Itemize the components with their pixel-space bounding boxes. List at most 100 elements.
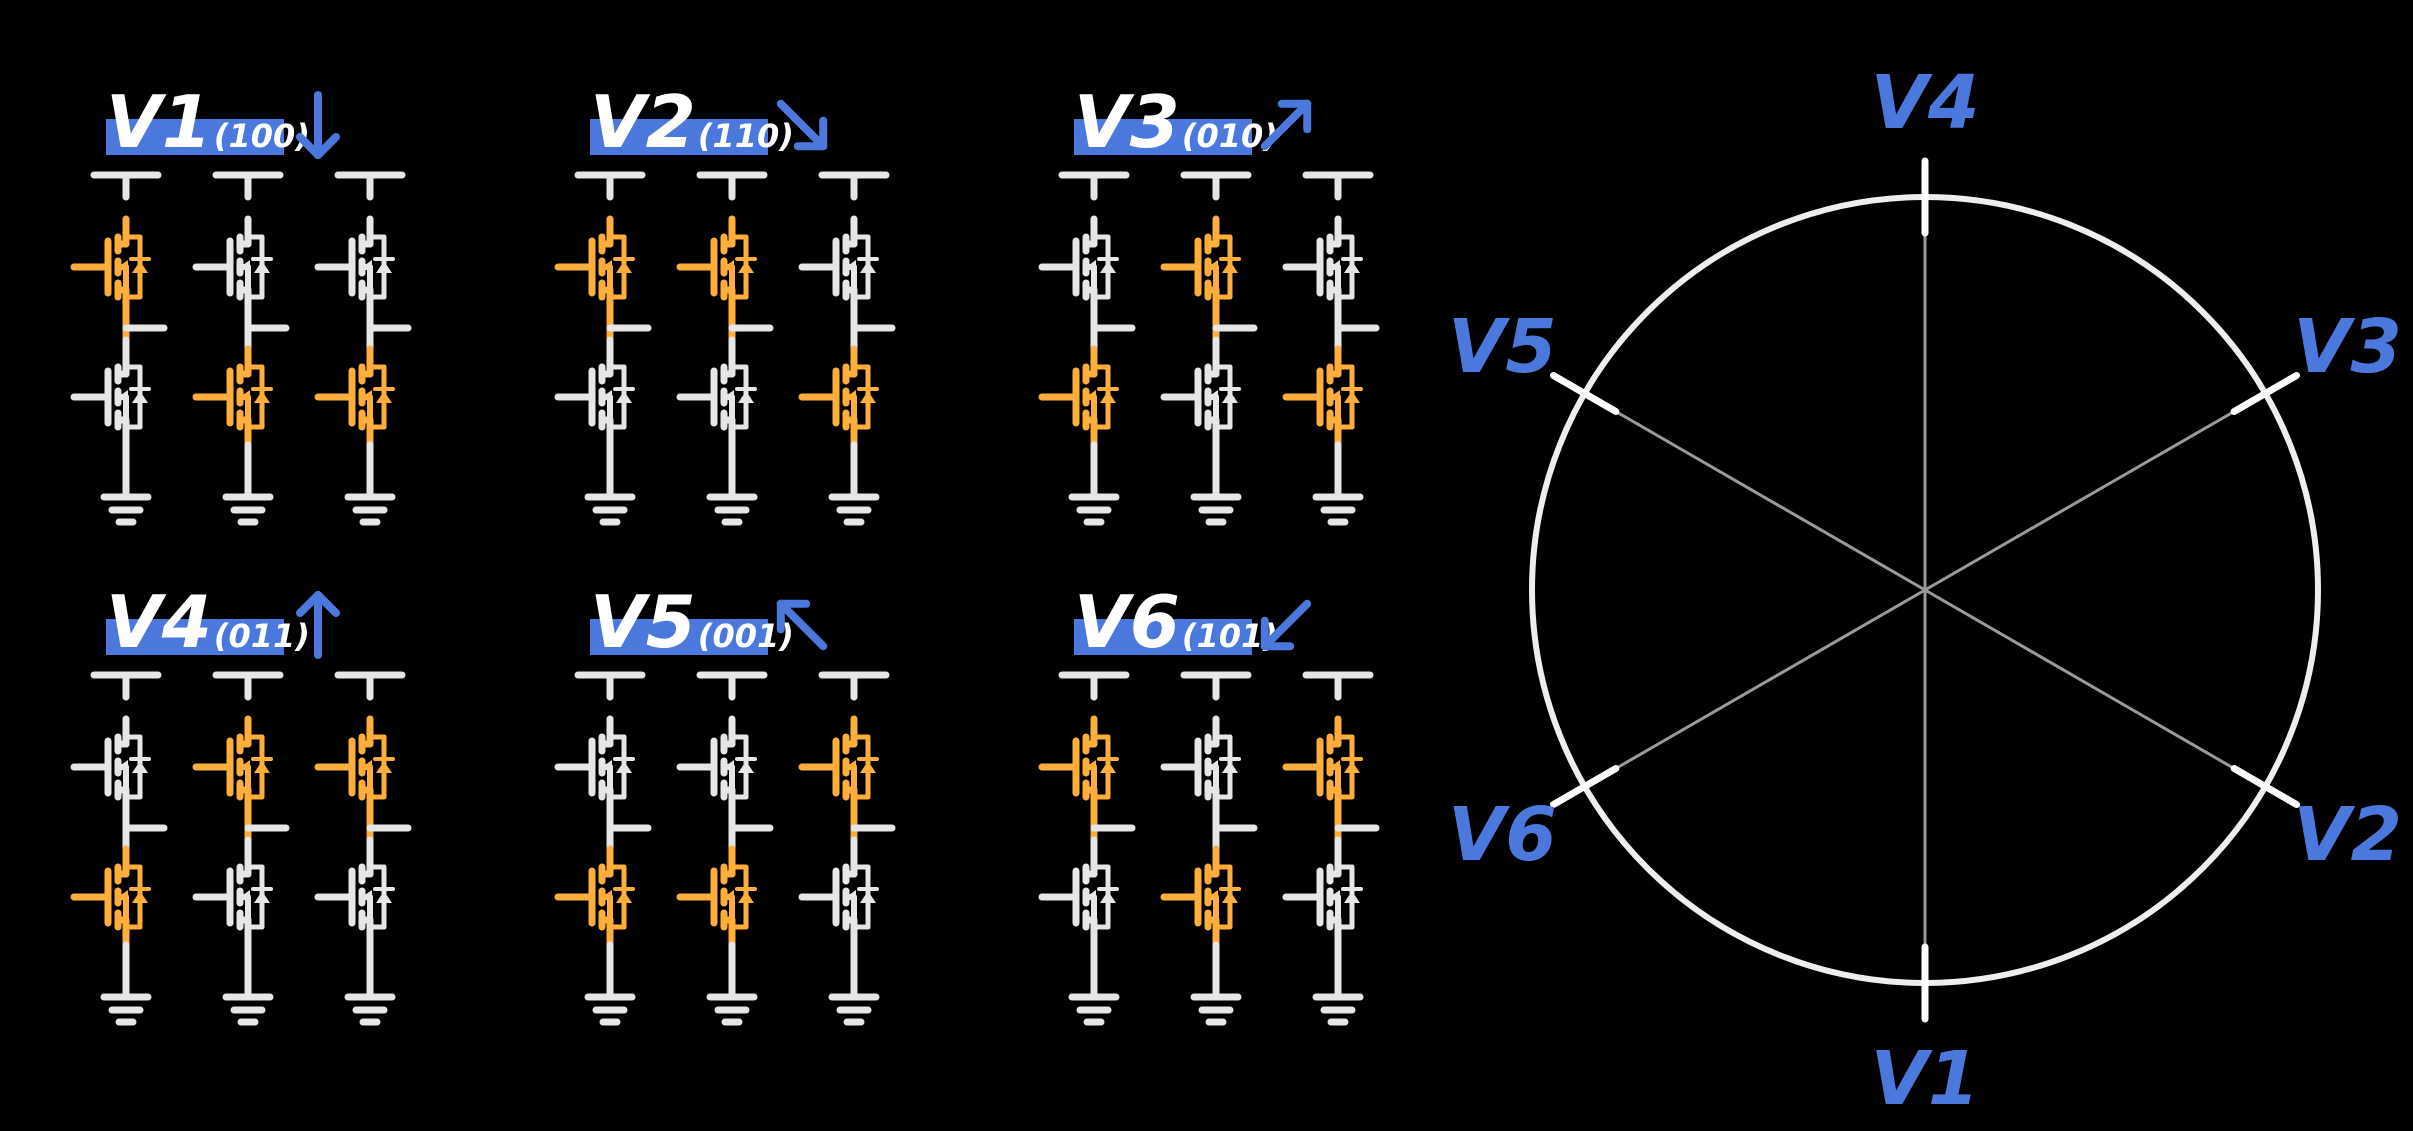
inverter-leg xyxy=(70,671,168,1026)
inverter-leg xyxy=(1038,171,1136,526)
inverter-leg xyxy=(676,171,774,526)
low-side-switch xyxy=(70,845,151,949)
tick-mark xyxy=(2230,372,2301,415)
diode-triangle xyxy=(1344,761,1360,773)
body-arrow xyxy=(1330,260,1340,274)
diode-triangle xyxy=(1222,261,1238,273)
vector-v6: V6 xyxy=(1448,588,1927,878)
body-arrow xyxy=(1208,260,1218,274)
diode-triangle xyxy=(132,761,148,773)
inverter-leg xyxy=(314,671,412,1026)
state-name: V5 xyxy=(590,580,696,664)
body-arrow xyxy=(362,390,372,404)
low-side-switch xyxy=(1038,345,1119,449)
high-side-switch xyxy=(70,715,151,819)
body-arrow xyxy=(1208,390,1218,404)
body-arrow xyxy=(1086,260,1096,274)
diode-triangle xyxy=(254,891,270,903)
diode-triangle xyxy=(376,891,392,903)
low-side-switch xyxy=(314,845,395,949)
high-side-switch xyxy=(1160,215,1241,319)
diode-triangle xyxy=(132,261,148,273)
spoke-line xyxy=(1583,392,1927,592)
vector-v2: V2 xyxy=(1923,588,2402,878)
arrow-down-right-icon xyxy=(776,99,828,151)
diode-triangle xyxy=(254,391,270,403)
inverter-leg xyxy=(676,671,774,1026)
arrow-down-left-icon xyxy=(1260,599,1312,651)
high-side-switch xyxy=(192,215,273,319)
body-arrow xyxy=(362,260,372,274)
diode-triangle xyxy=(254,761,270,773)
switching-state-v2: V2(110) xyxy=(554,80,896,526)
diode-triangle xyxy=(254,261,270,273)
diode-triangle xyxy=(376,391,392,403)
spoke-line xyxy=(1583,588,1927,788)
body-arrow xyxy=(118,890,128,904)
vector-v4: V4 xyxy=(1871,60,1979,592)
inverter-leg xyxy=(1160,171,1258,526)
high-side-switch xyxy=(676,715,757,819)
low-side-switch xyxy=(798,345,879,449)
label-highlight xyxy=(1074,119,1252,155)
diode-triangle xyxy=(132,891,148,903)
high-side-switch xyxy=(70,215,151,319)
label-highlight xyxy=(106,619,284,655)
high-side-switch xyxy=(1160,715,1241,819)
body-arrow xyxy=(602,760,612,774)
inverter-leg xyxy=(1160,671,1258,1026)
switching-states-grid: V1(100)V2(110)V3(010)V4(011)V5(001)V6(10… xyxy=(70,80,1380,1026)
inverter-leg xyxy=(70,171,168,526)
label-highlight xyxy=(106,119,284,155)
high-side-switch xyxy=(314,715,395,819)
high-side-switch xyxy=(798,215,879,319)
diode-triangle xyxy=(860,761,876,773)
diode-triangle xyxy=(860,391,876,403)
low-side-switch xyxy=(676,345,757,449)
vector-v3: V3 xyxy=(1923,304,2402,592)
diode-triangle xyxy=(738,891,754,903)
high-side-switch xyxy=(554,215,635,319)
tick-mark xyxy=(1549,765,1620,808)
inverter-leg xyxy=(798,171,896,526)
diode-triangle xyxy=(1344,261,1360,273)
body-arrow xyxy=(1208,890,1218,904)
state-name: V1 xyxy=(106,80,212,164)
low-side-switch xyxy=(1282,345,1363,449)
body-arrow xyxy=(118,390,128,404)
body-arrow xyxy=(1086,890,1096,904)
body-arrow xyxy=(724,760,734,774)
inverter-leg xyxy=(1282,171,1380,526)
body-arrow xyxy=(1330,890,1340,904)
tick-mark xyxy=(2230,765,2301,808)
diode-triangle xyxy=(860,261,876,273)
diode-triangle xyxy=(616,261,632,273)
body-arrow xyxy=(602,890,612,904)
diode-triangle xyxy=(616,891,632,903)
inverter-leg xyxy=(192,671,290,1026)
high-side-switch xyxy=(1282,215,1363,319)
diode-triangle xyxy=(738,391,754,403)
low-side-switch xyxy=(192,845,273,949)
tick-mark xyxy=(1549,372,1620,415)
inverter-leg xyxy=(1038,671,1136,1026)
label-highlight xyxy=(1074,619,1252,655)
body-arrow xyxy=(1086,390,1096,404)
vector-label: V1 xyxy=(1871,1036,1980,1122)
body-arrow xyxy=(1086,760,1096,774)
vector-label: V3 xyxy=(2293,304,2402,390)
low-side-switch xyxy=(1160,345,1241,449)
high-side-switch xyxy=(798,715,879,819)
low-side-switch xyxy=(1282,845,1363,949)
arrow-up-right-icon xyxy=(1260,99,1312,151)
inverter-leg xyxy=(314,171,412,526)
low-side-switch xyxy=(676,845,757,949)
body-arrow xyxy=(846,260,856,274)
diode-triangle xyxy=(1100,891,1116,903)
body-arrow xyxy=(724,260,734,274)
body-arrow xyxy=(846,890,856,904)
high-side-switch xyxy=(676,215,757,319)
diode-triangle xyxy=(860,891,876,903)
